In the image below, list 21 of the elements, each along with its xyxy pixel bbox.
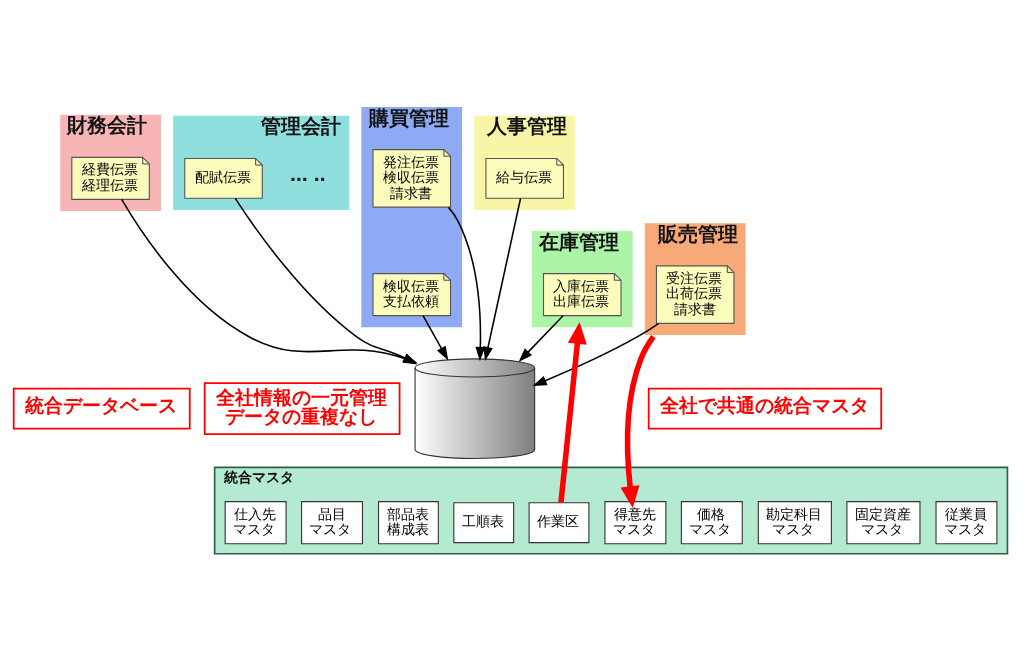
node-box: 部品表 構成表 (377, 500, 439, 544)
node-box: 作業区 (528, 501, 589, 543)
node-box: 品目マスタ (300, 500, 363, 544)
node-box: 固定資産マスタ (845, 500, 921, 544)
arrow (532, 322, 659, 386)
node-box: 得意先マスタ (603, 500, 666, 544)
node-box: 工順表 (452, 501, 514, 543)
label: … ‥ (289, 164, 326, 185)
node-box: 勘定科目マスタ (757, 500, 832, 544)
arrow (447, 206, 485, 361)
node-box: 仕入先マスタ (224, 500, 287, 544)
node-box: 全社情報の一元管理 データの重複なし (203, 381, 400, 435)
node-box: 従業員マスタ (934, 500, 997, 544)
arrow (518, 314, 564, 362)
node-box: 価格マスタ (680, 500, 743, 544)
node-box: 全社で共通の統合マスタ (647, 387, 882, 429)
arrow (620, 334, 656, 508)
node-box: 統合データベース (12, 387, 191, 429)
arrow (482, 197, 521, 361)
arrow (557, 321, 587, 503)
arrow (421, 314, 448, 360)
